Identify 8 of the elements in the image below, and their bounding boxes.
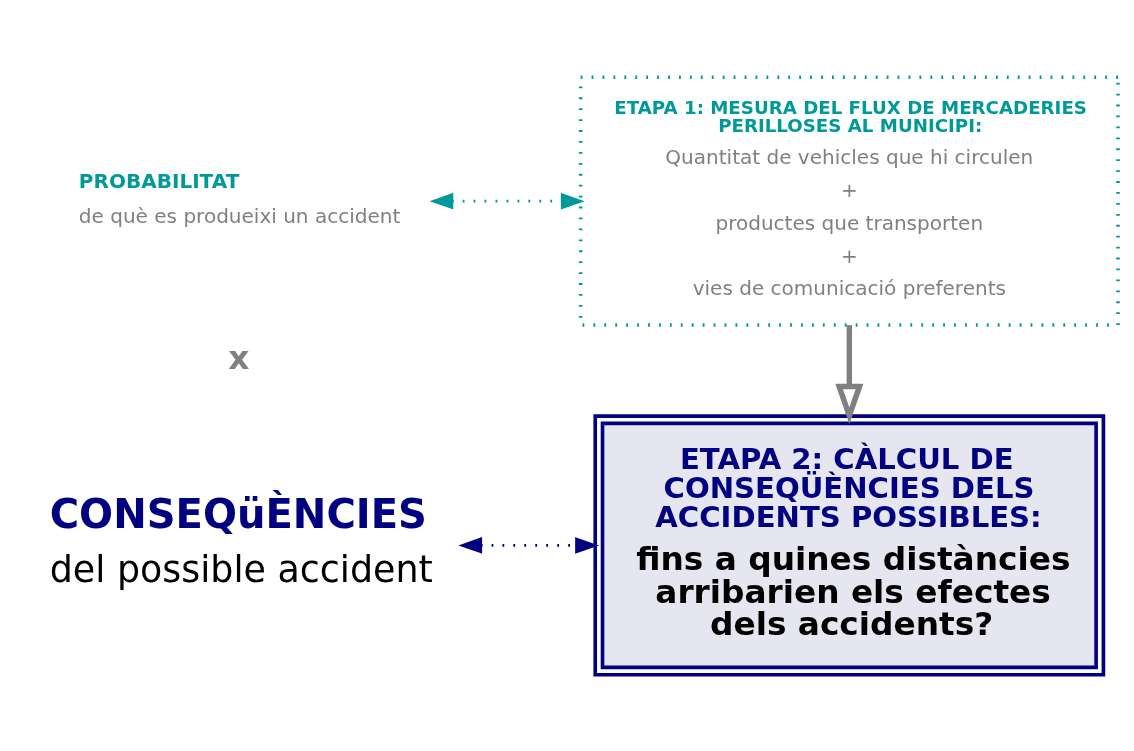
arrow [835,324,864,424]
node-box: ETAPA 2: CÀLCUL DE CONSEQÜÈNCIES DELS ACCIDENTS POSSIBLES: fins a quines distàncies arribarien els efectes dels accidents? [593,413,1106,677]
arrow [458,536,599,554]
node-text: CONSEQüÈNCIES del possible accident [49,490,433,591]
node-box: ETAPA 1: MESURA DEL FLUX DE MERCADERIES PERILLOSES AL MUNICIPI: Quantitat de vehicles que hi circulen + productes que transporten + vies de comunicació preferents [578,74,1120,327]
label: x [228,338,250,377]
node-text: PROBABILITAT de què es produeixi un accident [78,168,401,228]
arrow [429,192,585,209]
